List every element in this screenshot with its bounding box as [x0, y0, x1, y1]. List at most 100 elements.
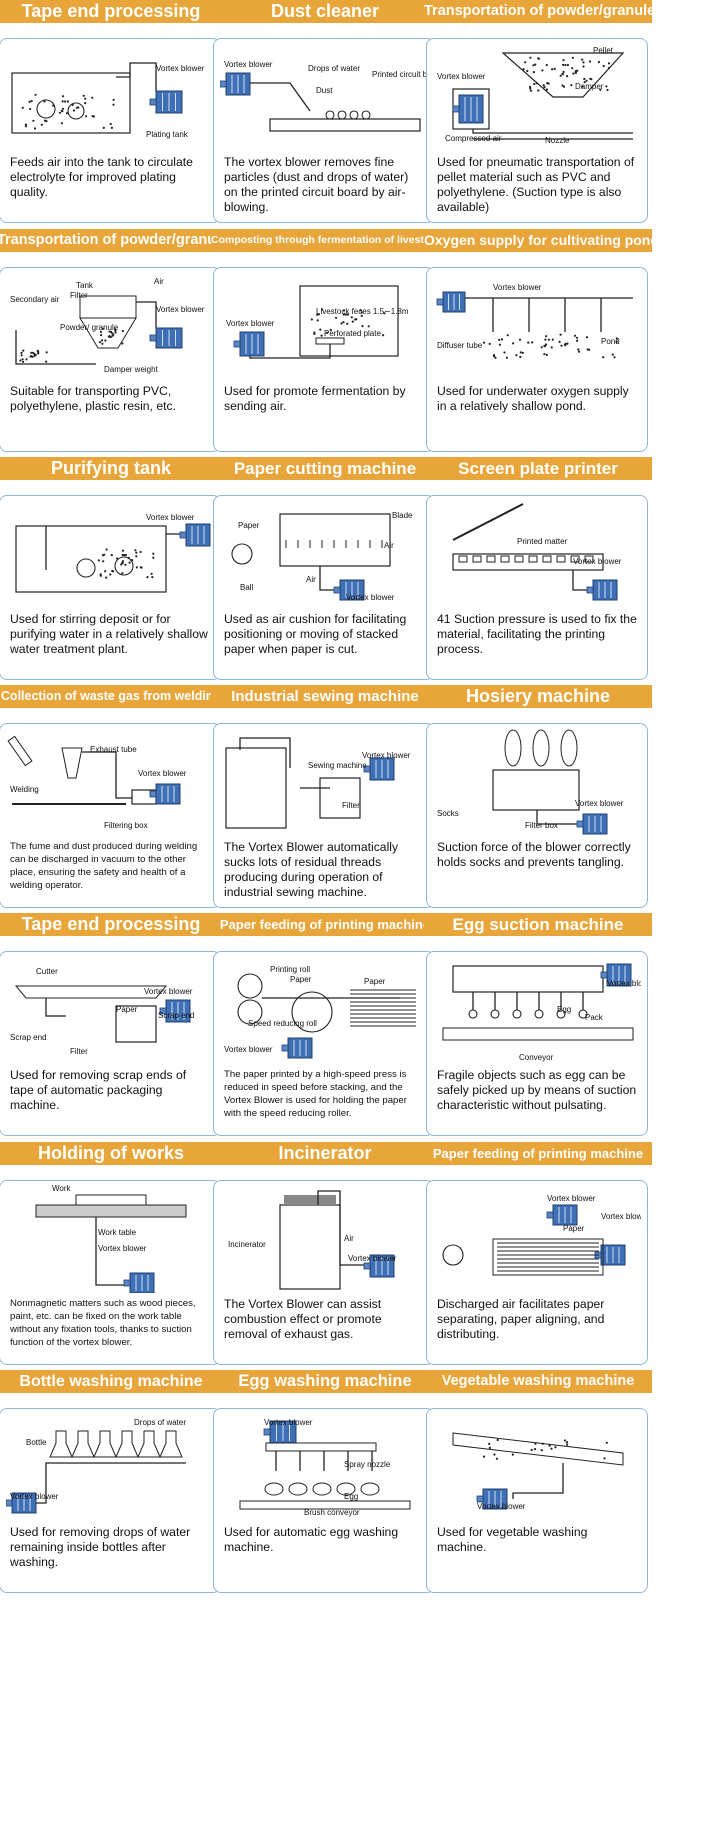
- diagram-label: Ball: [240, 583, 254, 592]
- diagram-label: Vortex blower: [156, 305, 205, 314]
- vortex-blower-icon: [333, 579, 365, 601]
- incinerator-body: [279, 1204, 341, 1290]
- application-title: Transportation of powder/granule: [0, 229, 225, 252]
- vortex-blower-icon: [179, 523, 211, 547]
- pipe-line: [319, 566, 340, 591]
- diagram-label: Air: [344, 1234, 354, 1243]
- diagram-label: Work: [52, 1185, 72, 1193]
- application-description: The Vortex Blower can assist combustion …: [224, 1297, 382, 1341]
- application-description: 41 Suction pressure is used to fix the m…: [437, 612, 637, 656]
- vortex-blower-icon: [220, 72, 251, 96]
- application-title: Purifying tank: [0, 457, 225, 480]
- application-description: The paper printed by a high-speed press …: [224, 1069, 407, 1119]
- diagram-label: Paper: [290, 975, 312, 984]
- application-title: Bottle washing machine: [0, 1370, 225, 1393]
- diagram-label: Vortex blower: [575, 799, 624, 808]
- diagram-label: Air: [154, 277, 164, 286]
- diagram-label: Filtering box: [104, 821, 148, 830]
- vortex-blower-icon: [452, 94, 484, 124]
- vortex-blower-icon: [6, 1492, 37, 1514]
- application-description: The vortex blower removes fine particles…: [224, 155, 409, 214]
- application-description: Used as air cushion for facilitating pos…: [224, 612, 407, 656]
- diagram-label: Vortex blower: [146, 513, 195, 522]
- diagram-label: Vortex blower: [547, 1194, 596, 1203]
- application-description: Discharged air facilitates paper separat…: [437, 1297, 605, 1341]
- diagram-label: Vortex blower: [98, 1244, 147, 1253]
- vortex-blower-icon: [363, 757, 395, 781]
- diagram-label: Drops of water: [308, 64, 360, 73]
- diagram-label: Perforated plate: [324, 329, 381, 338]
- diagram-label: Vortex blower: [477, 1502, 526, 1511]
- application-title: Paper cutting machine: [211, 457, 439, 480]
- diagram-label: Air: [306, 575, 316, 584]
- diagram-label: Vortex blower: [224, 1045, 273, 1054]
- diagram-label: Printed circuit board: [372, 70, 428, 79]
- diagram-label: Vortex blower: [607, 979, 641, 988]
- diagram-label: Spray nozzle: [344, 1460, 391, 1469]
- diagram-label: Pellet: [593, 46, 614, 55]
- application-title: Industrial sewing machine: [211, 685, 439, 708]
- diagram-label: Vortex blower: [264, 1418, 313, 1427]
- application-title: Collection of waste gas from welding: [0, 685, 225, 708]
- diagram-label: Paper: [116, 1005, 138, 1014]
- application-title: Incinerator: [211, 1142, 439, 1165]
- diagram-label: Vortex blower: [362, 751, 411, 760]
- vortex-blower-icon: [149, 327, 183, 349]
- vortex-blower-icon: [149, 90, 183, 114]
- application-diagram: Vortex blower: [15, 513, 211, 593]
- diagram-label: Tank: [76, 281, 94, 290]
- pipe-line: [116, 62, 157, 91]
- vortex-blower-icon: [546, 1204, 578, 1226]
- diagram-label: Paper: [563, 1224, 585, 1233]
- application-card: Vortex blowerEggPackConveyorFragile obje…: [426, 951, 648, 1136]
- diagram-label: Brush conveyor: [304, 1508, 360, 1517]
- application-description: Suction force of the blower correctly ho…: [437, 840, 631, 869]
- diagram-label: Paper: [364, 977, 386, 986]
- diagram-label: Filter: [70, 1047, 88, 1056]
- sewing-machine-body: [225, 747, 287, 829]
- application-title: Dust cleaner: [211, 0, 439, 23]
- plating-tank-outline: [11, 72, 131, 134]
- diagram-label: Vortex blower: [601, 1212, 641, 1221]
- fermentation-tank-outline: [299, 285, 399, 357]
- diagram-label: Printing roll: [270, 965, 310, 974]
- diagram-label: Drops of water: [134, 1418, 186, 1427]
- diagram-label: Filter: [342, 801, 360, 810]
- diagram-label: Vortex blower: [348, 1254, 397, 1263]
- diagram-label: Socks: [437, 809, 459, 818]
- diagram-label: Vortex blower: [144, 987, 193, 996]
- application-description: Nonmagnetic matters such as wood pieces,…: [10, 1298, 196, 1348]
- diagram-label: Conveyor: [519, 1053, 554, 1062]
- vortex-blower-icon: [576, 813, 608, 835]
- application-title: Egg washing machine: [211, 1370, 439, 1393]
- application-description: The fume and dust produced during weldin…: [10, 841, 198, 891]
- application-diagram: Vortex blower: [452, 1432, 624, 1511]
- diagram-label: Printed matter: [517, 537, 568, 546]
- pipe-line: [239, 737, 291, 768]
- pipe-line: [572, 570, 593, 591]
